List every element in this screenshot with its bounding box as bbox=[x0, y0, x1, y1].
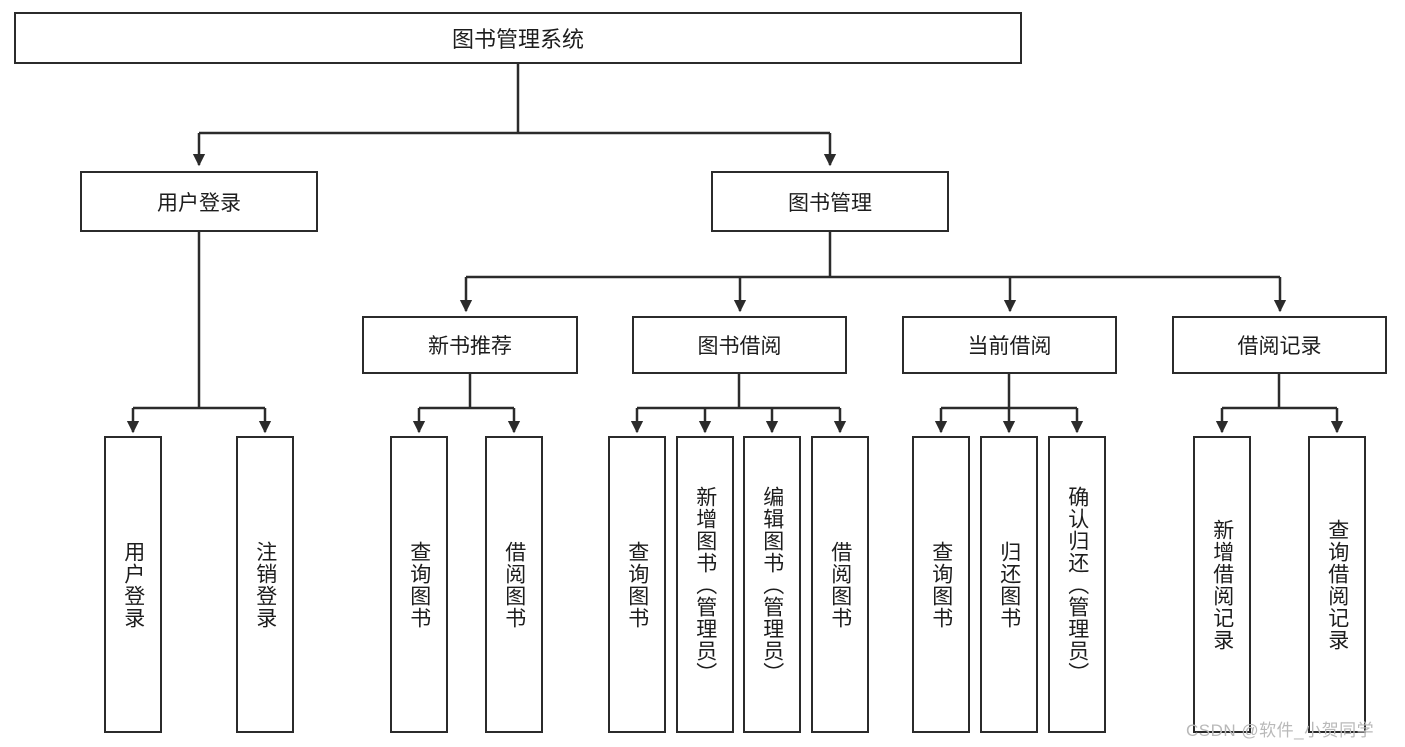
node-book-borrow[interactable]: 图书借阅 bbox=[632, 316, 847, 374]
csdn-watermark: CSDN @软件_小贺同学 bbox=[1186, 721, 1375, 740]
leaf-label: 查询借阅记录 bbox=[1325, 518, 1349, 651]
leaf-label: 查询图书 bbox=[407, 540, 431, 629]
leaf-user-login-login[interactable]: 用户登录 bbox=[104, 436, 162, 733]
leaf-new-book-query-book[interactable]: 查询图书 bbox=[390, 436, 448, 733]
leaf-book-borrow-borrow-book[interactable]: 借阅图书 bbox=[811, 436, 869, 733]
leaf-label: 新增借阅记录 bbox=[1210, 518, 1234, 651]
leaf-book-borrow-query-book[interactable]: 查询图书 bbox=[608, 436, 666, 733]
node-book-management[interactable]: 图书管理 bbox=[711, 171, 949, 232]
leaf-label: 用户登录 bbox=[121, 540, 145, 629]
leaf-label: 借阅图书 bbox=[502, 540, 526, 629]
node-label: 借阅记录 bbox=[1237, 335, 1322, 358]
leaf-label: 注销登录 bbox=[253, 540, 277, 629]
leaf-book-borrow-edit-book-admin[interactable]: 编辑图书（管理员） bbox=[743, 436, 801, 733]
leaf-current-borrow-return-book[interactable]: 归还图书 bbox=[980, 436, 1038, 733]
node-borrow-record[interactable]: 借阅记录 bbox=[1172, 316, 1387, 374]
leaf-new-book-borrow-book[interactable]: 借阅图书 bbox=[485, 436, 543, 733]
leaf-current-borrow-confirm-return-admin[interactable]: 确认归还（管理员） bbox=[1048, 436, 1106, 733]
node-new-book-recommend[interactable]: 新书推荐 bbox=[362, 316, 578, 374]
node-label: 图书借阅 bbox=[697, 335, 782, 358]
leaf-label: 查询图书 bbox=[625, 540, 649, 629]
node-label: 用户登录 bbox=[157, 191, 241, 215]
leaf-borrow-record-query-record[interactable]: 查询借阅记录 bbox=[1308, 436, 1366, 733]
node-label: 图书管理 bbox=[788, 191, 872, 215]
leaf-current-borrow-query-book[interactable]: 查询图书 bbox=[912, 436, 970, 733]
leaf-label: 归还图书 bbox=[997, 540, 1021, 629]
leaf-label: 查询图书 bbox=[929, 540, 953, 629]
leaf-borrow-record-add-record[interactable]: 新增借阅记录 bbox=[1193, 436, 1251, 733]
node-user-login[interactable]: 用户登录 bbox=[80, 171, 318, 232]
leaf-label: 新增图书（管理员） bbox=[693, 485, 717, 684]
node-label: 图书管理系统 bbox=[451, 27, 584, 52]
leaf-book-borrow-add-book-admin[interactable]: 新增图书（管理员） bbox=[676, 436, 734, 733]
leaf-label: 借阅图书 bbox=[828, 540, 852, 629]
node-current-borrow[interactable]: 当前借阅 bbox=[902, 316, 1117, 374]
node-root-book-management-system[interactable]: 图书管理系统 bbox=[14, 12, 1022, 64]
node-label: 当前借阅 bbox=[967, 335, 1052, 358]
leaf-label: 编辑图书（管理员） bbox=[760, 485, 784, 684]
leaf-user-login-logout[interactable]: 注销登录 bbox=[236, 436, 294, 733]
leaf-label: 确认归还（管理员） bbox=[1065, 485, 1089, 684]
node-label: 新书推荐 bbox=[428, 335, 512, 358]
